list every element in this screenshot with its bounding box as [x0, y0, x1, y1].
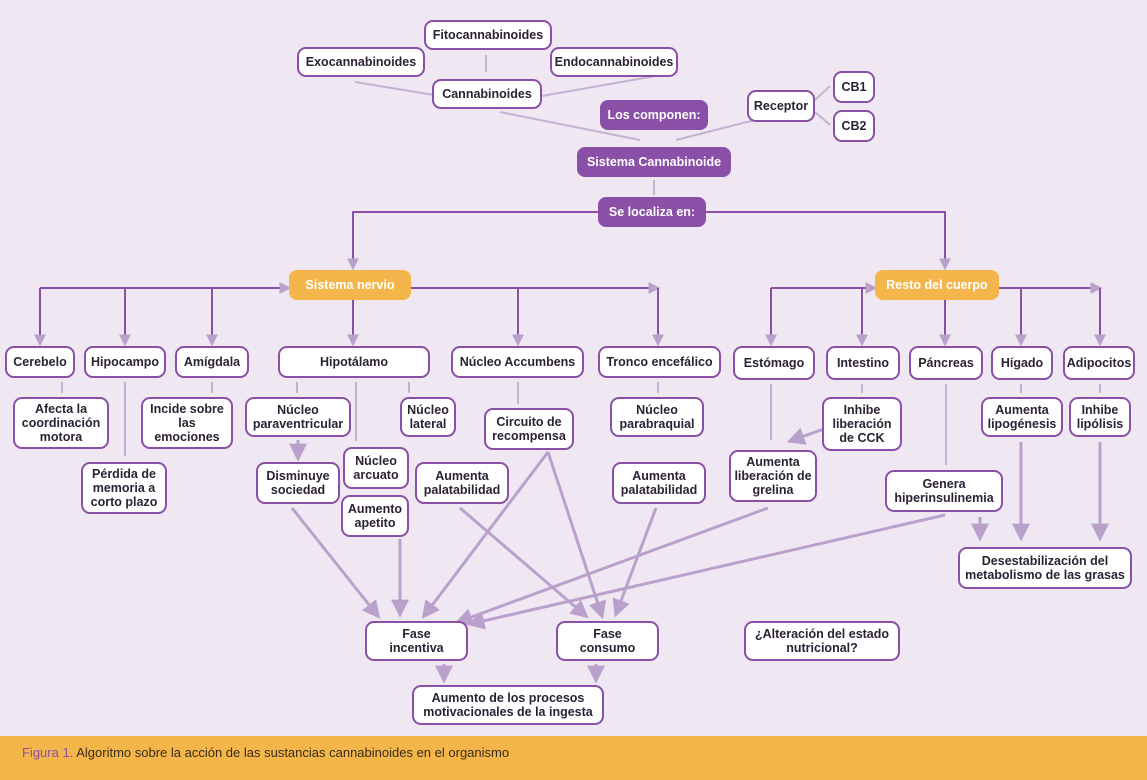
figure-label: Figura 1. [22, 745, 74, 760]
flow-arrow [459, 506, 589, 619]
lipogenesis-node: Aumenta lipogénesis [981, 397, 1063, 437]
connector-line [354, 81, 441, 97]
caption-text: Algoritmo sobre la acción de las sustanc… [76, 745, 510, 760]
arcuato-node: Núcleo arcuato [343, 447, 409, 489]
incide-emociones-node: Incide sobre las emociones [141, 397, 233, 449]
amigdala-node: Amígdala [175, 346, 249, 378]
aumento-procesos-node: Aumento de los procesos motivacionales d… [412, 685, 604, 725]
pancreas-node: Páncreas [909, 346, 983, 380]
higado-node: Hígado [991, 346, 1053, 380]
cck-node: Inhibe liberación de CCK [822, 397, 902, 451]
tronco-encefalico-node: Tronco encefálico [598, 346, 721, 378]
aumento-apetito-node: Aumento apetito [341, 495, 409, 537]
tree-connector [347, 211, 598, 271]
connector-line [499, 111, 641, 141]
hipocampo-node: Hipocampo [84, 346, 166, 378]
se-localiza-label: Se localiza en: [598, 197, 706, 227]
lateral-node: Núcleo lateral [400, 397, 456, 437]
circuito-recompensa-node: Circuito de recompensa [484, 408, 574, 450]
palatabilidad-tronco-node: Aumenta palatabilidad [612, 462, 706, 504]
receptor-node: Receptor [747, 90, 815, 122]
alteracion-node: ¿Alteración del estado nutricional? [744, 621, 900, 661]
desestabilizacion-node: Desestabilización del metabolismo de las… [958, 547, 1132, 589]
adipocitos-node: Adipocitos [1063, 346, 1135, 380]
lipolisis-node: Inhibe lipólisis [1069, 397, 1131, 437]
hiperinsulinemia-node: Genera hiperinsulinemia [885, 470, 1003, 512]
fase-incentiva-node: Fase incentiva [365, 621, 468, 661]
perdida-memoria-node: Pérdida de memoria a corto plazo [81, 462, 167, 514]
exocannabinoides-node: Exocannabinoides [297, 47, 425, 77]
fitocannabinoides-node: Fitocannabinoides [424, 20, 552, 50]
paraventricular-node: Núcleo paraventricular [245, 397, 351, 437]
hipotalamo-node: Hipotálamo [278, 346, 430, 378]
grelina-node: Aumenta liberación de grelina [729, 450, 817, 502]
coordinacion-node: Afecta la coordinación motora [13, 397, 109, 449]
estomago-node: Estómago [733, 346, 815, 380]
fase-consumo-node: Fase consumo [556, 621, 659, 661]
parabraquial-node: Núcleo parabraquial [610, 397, 704, 437]
los-componen-label: Los componen: [600, 100, 708, 130]
connector-line [814, 85, 831, 101]
flow-arrow [546, 451, 607, 620]
disminuye-sociedad-node: Disminuye sociedad [256, 462, 340, 504]
tree-connector [706, 211, 951, 271]
flow-arrow [612, 507, 658, 618]
connector-line [814, 111, 831, 126]
figure-caption: Figura 1. Algoritmo sobre la acción de l… [0, 736, 1147, 780]
intestino-node: Intestino [826, 346, 900, 380]
sistema-nervio-node: Sistema nervio [289, 270, 411, 300]
cb2-node: CB2 [833, 110, 875, 142]
endocannabinoides-node: Endocannabinoides [550, 47, 678, 77]
resto-cuerpo-node: Resto del cuerpo [875, 270, 999, 300]
flow-arrow [466, 513, 946, 630]
flow-arrow [421, 451, 550, 619]
cb1-node: CB1 [833, 71, 875, 103]
nucleo-accumbens-node: Núcleo Accumbens [451, 346, 584, 378]
cannabinoides-node: Cannabinoides [432, 79, 542, 109]
sistema-cannabinoide-node: Sistema Cannabinoide [577, 147, 731, 177]
flow-arrow [454, 506, 769, 626]
palatabilidad-lateral-node: Aumenta palatabilidad [415, 462, 509, 504]
flow-arrow [290, 507, 381, 619]
cerebelo-node: Cerebelo [5, 346, 75, 378]
